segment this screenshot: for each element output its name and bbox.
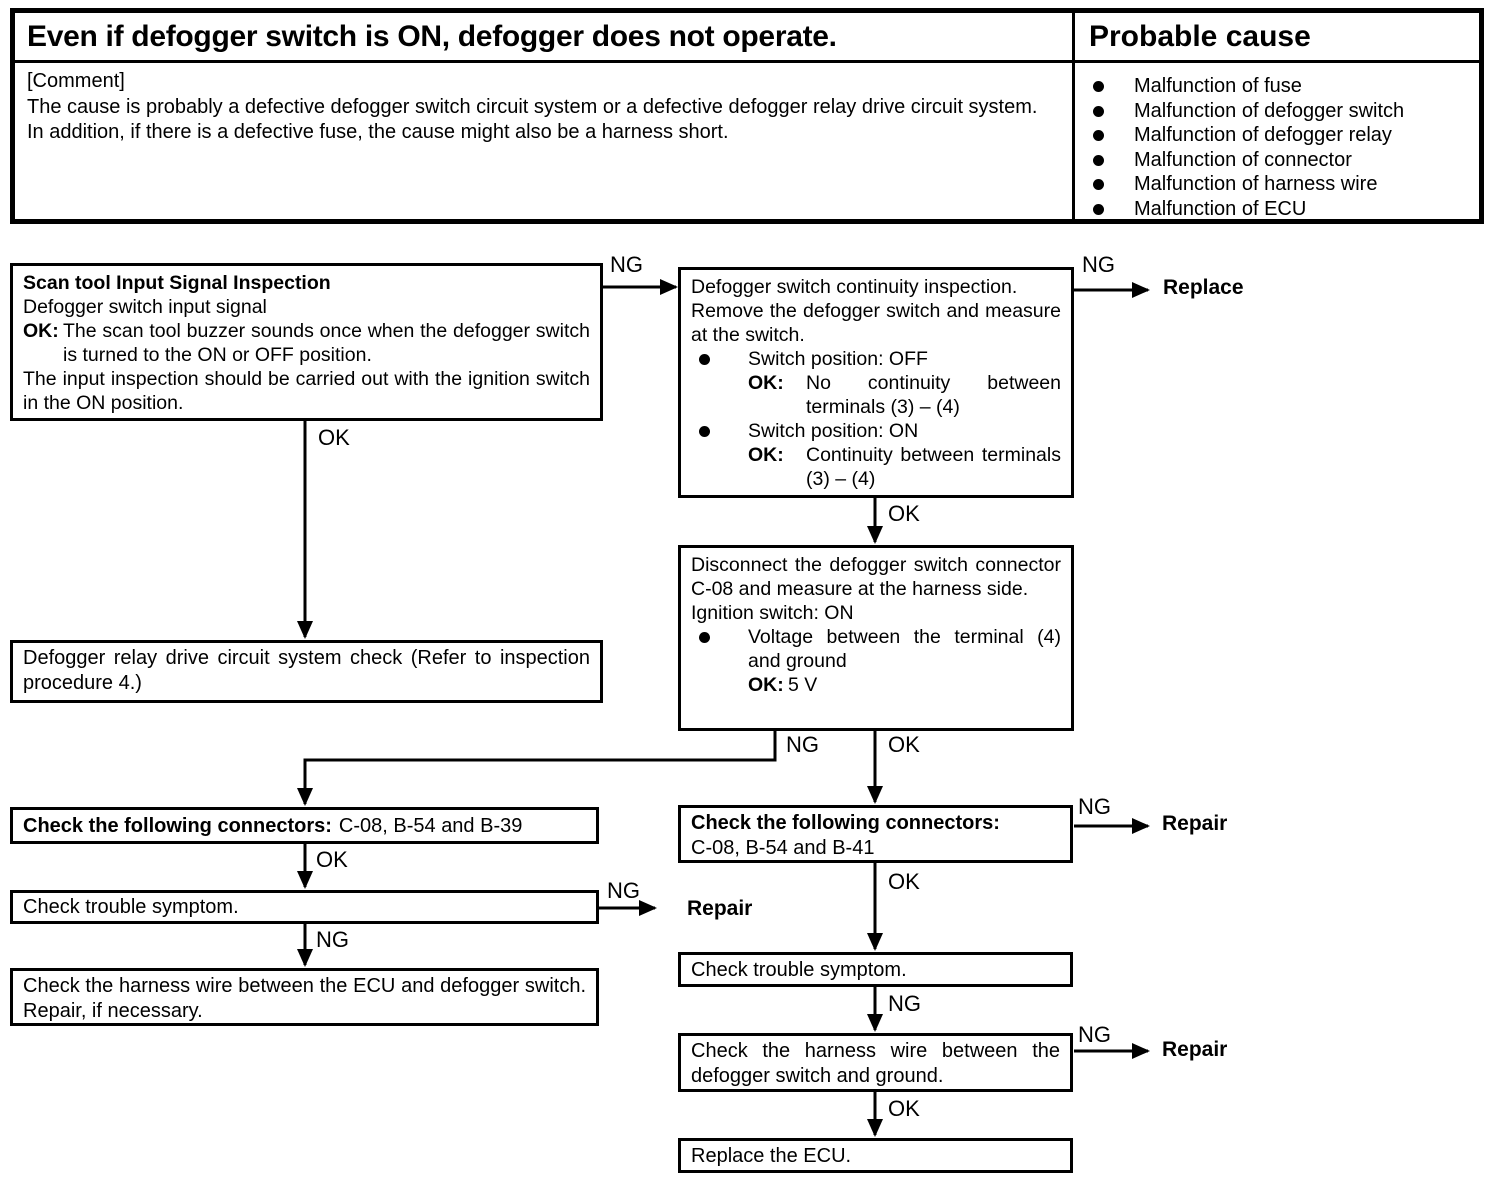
bullet-icon [1093, 105, 1104, 117]
box-title: Scan tool Input Signal Inspection [23, 272, 331, 294]
list-item: Switch position: OFF OK: No continuity b… [691, 347, 1061, 419]
bullet-icon [1093, 130, 1104, 141]
box-text: Remove the defogger switch and measure a… [691, 300, 1061, 346]
condition-text: Voltage between the terminal (4) and gro… [748, 626, 1061, 672]
page-title: Even if defogger switch is ON, defogger … [15, 13, 1075, 63]
bullet-icon [699, 632, 710, 643]
box-text: Ignition switch: ON [691, 602, 854, 624]
list-item: Malfunction of defogger switch [1085, 99, 1471, 124]
edge-label-ok: OK [316, 847, 348, 872]
condition-text: Switch position: OFF [748, 348, 928, 370]
edge-label-ng: NG [888, 991, 921, 1016]
ok-label: OK: [748, 444, 784, 466]
edge-label-ng: NG [607, 878, 640, 903]
list-item: Malfunction of ECU [1085, 197, 1471, 222]
box-text: C-08, B-54 and B-39 [338, 814, 523, 837]
edge-label-ok: OK [318, 425, 350, 450]
probable-cause-header: Probable cause [1075, 13, 1479, 63]
box-text: Check trouble symptom. [23, 896, 239, 918]
box-text: The input inspection should be carried o… [23, 368, 590, 414]
list-item: Switch position: ON OK: Continuity betwe… [691, 419, 1061, 491]
box-text: Check the harness wire between the ECU a… [23, 975, 586, 1022]
flow-box-check-connectors-right: Check the following connectors: C-08, B-… [678, 805, 1073, 863]
bullet-icon [1093, 81, 1104, 92]
flow-box-check-trouble-symptom-left: Check trouble symptom. [10, 890, 599, 924]
bullet-icon [1093, 154, 1104, 166]
edge-label-ok: OK [888, 732, 920, 757]
box-text-bold: Check the following connectors: [23, 814, 332, 837]
comment-paragraph: The cause is probably a defective defogg… [27, 95, 1038, 118]
list-item: Malfunction of connector [1085, 148, 1471, 173]
cause-text: Malfunction of ECU [1134, 197, 1307, 220]
cause-text: Malfunction of connector [1134, 148, 1352, 171]
edge-label-ng: NG [786, 732, 819, 757]
list-item: Malfunction of fuse [1085, 74, 1471, 99]
ok-criteria: OK: No continuity between terminals (3) … [748, 371, 1061, 419]
flow-box-scan-tool-inspection: Scan tool Input Signal Inspection Defogg… [10, 263, 603, 421]
terminal-repair: Repair [1162, 1038, 1228, 1061]
box-text: C-08, B-54 and B-41 [691, 837, 875, 859]
comment-tag: [Comment] [27, 70, 125, 92]
edge-label-ng: NG [1082, 252, 1115, 277]
edge-label-ng: NG [610, 252, 643, 277]
ok-text: Continuity between terminals (3) – (4) [806, 444, 1061, 490]
flow-box-replace-ecu: Replace the ECU. [678, 1138, 1073, 1173]
box-text: Disconnect the defogger switch connector… [691, 554, 1061, 600]
bullet-icon [1093, 203, 1104, 215]
comment-cell: [Comment] The cause is probably a defect… [15, 63, 1075, 221]
edge-label-ng: NG [316, 927, 349, 952]
connector-disconnect-ng-connectors-left [297, 731, 777, 806]
box-text-bold: Check the following connectors: [691, 812, 1000, 834]
cause-text: Malfunction of defogger relay [1134, 124, 1392, 146]
terminal-replace: Replace [1163, 276, 1244, 299]
list-item: Malfunction of harness wire [1085, 172, 1471, 197]
box-text: Defogger relay drive circuit system chec… [23, 647, 590, 694]
flow-box-harness-switch-ground: Check the harness wire between the defog… [678, 1033, 1073, 1092]
ok-label: OK: [748, 674, 784, 696]
flow-box-check-connectors-left: Check the following connectors: C-08, B-… [10, 807, 599, 844]
ok-text: The scan tool buzzer sounds once when th… [63, 320, 590, 366]
symptom-table: Even if defogger switch is ON, defogger … [10, 8, 1484, 224]
box-text: Defogger switch continuity inspection. [691, 276, 1018, 298]
probable-cause-list: Malfunction of fuse Malfunction of defog… [1075, 63, 1479, 221]
flow-box-relay-circuit-check: Defogger relay drive circuit system chec… [10, 640, 603, 703]
terminal-repair: Repair [687, 897, 753, 920]
list-item: Voltage between the terminal (4) and gro… [691, 625, 1061, 697]
box-text: Defogger switch input signal [23, 296, 267, 318]
flow-box-switch-continuity: Defogger switch continuity inspection. R… [678, 267, 1074, 498]
ok-label: OK: [23, 320, 59, 342]
bullet-icon [699, 426, 710, 437]
edge-label-ok: OK [888, 1096, 920, 1121]
box-text: Check the harness wire between the defog… [691, 1040, 1060, 1087]
flow-box-check-trouble-symptom-right: Check trouble symptom. [678, 952, 1073, 987]
edge-label-ng: NG [1078, 794, 1111, 819]
condition-text: Switch position: ON [748, 420, 919, 442]
list-item: Malfunction of defogger relay [1085, 123, 1471, 148]
bullet-icon [1093, 179, 1104, 190]
flow-box-harness-ecu-switch: Check the harness wire between the ECU a… [10, 968, 599, 1026]
edge-label-ok: OK [888, 501, 920, 526]
terminal-repair: Repair [1162, 812, 1228, 835]
box-text: Check trouble symptom. [691, 958, 907, 981]
ok-criteria: OK: The scan tool buzzer sounds once whe… [23, 319, 590, 367]
comment-paragraph: In addition, if there is a defective fus… [27, 121, 729, 143]
ok-criteria: OK: 5 V [748, 673, 1061, 697]
ok-criteria: OK: Continuity between terminals (3) – (… [748, 443, 1061, 491]
cause-text: Malfunction of fuse [1134, 75, 1302, 97]
box-text: Replace the ECU. [691, 1144, 852, 1167]
ok-label: OK: [748, 372, 784, 394]
ok-text: No continuity between terminals (3) – (4… [806, 372, 1061, 418]
cause-text: Malfunction of defogger switch [1134, 99, 1405, 122]
edge-label-ng: NG [1078, 1022, 1111, 1047]
bullet-icon [699, 354, 710, 365]
cause-text: Malfunction of harness wire [1134, 173, 1378, 195]
flow-box-disconnect-connector: Disconnect the defogger switch connector… [678, 545, 1074, 731]
ok-value: 5 V [788, 674, 818, 696]
edge-label-ok: OK [888, 869, 920, 894]
